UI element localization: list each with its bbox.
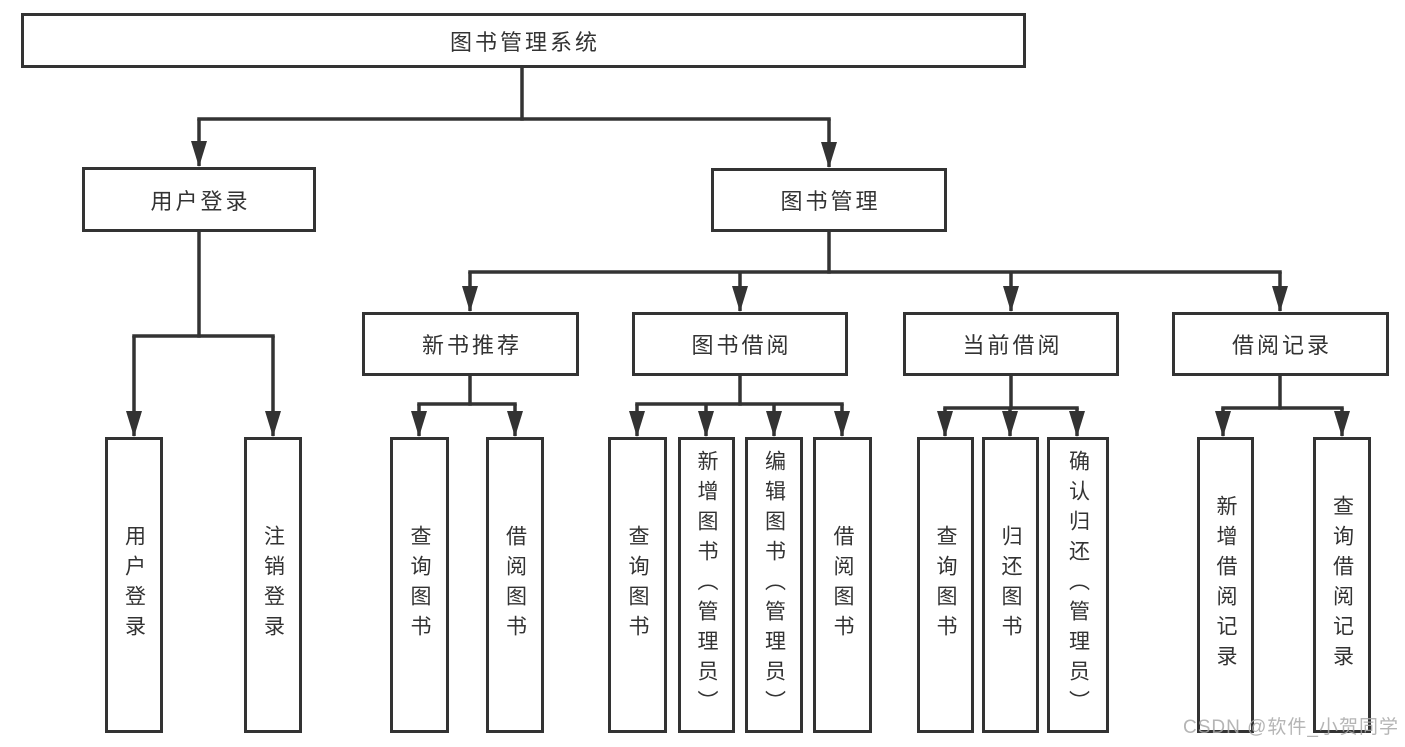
node-label: 新增借阅记录: [1214, 495, 1237, 675]
leaf-edit-books-admin: 编辑图书（管理员）: [745, 437, 803, 733]
node-borrowing-records: 借阅记录: [1172, 312, 1389, 376]
watermark-text: CSDN @软件_小贺同学: [1183, 717, 1399, 738]
leaf-query-books-current: 查询图书: [917, 437, 974, 733]
node-current-borrowing: 当前借阅: [903, 312, 1119, 376]
node-label: 图书借阅: [691, 333, 792, 358]
leaf-confirm-return-admin: 确认归还（管理员）: [1047, 437, 1109, 733]
node-label: 借阅图书: [831, 525, 854, 645]
node-label: 用户登录: [122, 525, 146, 645]
node-book-management: 图书管理: [711, 168, 947, 232]
leaf-borrow-books-borrowing: 借阅图书: [813, 437, 872, 733]
leaf-return-books: 归还图书: [982, 437, 1039, 733]
node-label: 图书管理系统: [449, 29, 600, 55]
node-label: 图书管理: [780, 189, 881, 214]
node-new-book-recommendation: 新书推荐: [362, 312, 579, 376]
node-label: 新增图书（管理员）: [695, 450, 718, 720]
leaf-borrow-books-recommend: 借阅图书: [486, 437, 544, 733]
node-label: 确认归还（管理员）: [1066, 450, 1090, 720]
node-label: 归还图书: [999, 525, 1022, 645]
node-label: 编辑图书（管理员）: [762, 450, 786, 720]
node-label: 查询图书: [408, 525, 431, 645]
leaf-user-login: 用户登录: [105, 437, 163, 733]
leaf-query-books-recommend: 查询图书: [390, 437, 449, 733]
node-user-login: 用户登录: [82, 167, 316, 232]
leaf-add-borrow-record: 新增借阅记录: [1197, 437, 1254, 733]
leaf-logout: 注销登录: [244, 437, 302, 733]
node-library-management-system: 图书管理系统: [21, 13, 1026, 68]
node-label: 查询图书: [934, 525, 957, 645]
node-label: 新书推荐: [421, 333, 522, 358]
node-label: 查询图书: [626, 525, 649, 645]
node-label: 查询借阅记录: [1330, 495, 1354, 675]
node-label: 当前借阅: [962, 333, 1063, 358]
leaf-query-borrow-record: 查询借阅记录: [1313, 437, 1371, 733]
node-label: 注销登录: [261, 525, 285, 645]
leaf-query-books-borrowing: 查询图书: [608, 437, 667, 733]
node-label: 借阅图书: [503, 525, 527, 645]
leaf-add-books-admin: 新增图书（管理员）: [678, 437, 735, 733]
node-label: 用户登录: [150, 188, 251, 214]
node-book-borrowing: 图书借阅: [632, 312, 848, 376]
node-label: 借阅记录: [1231, 333, 1332, 358]
